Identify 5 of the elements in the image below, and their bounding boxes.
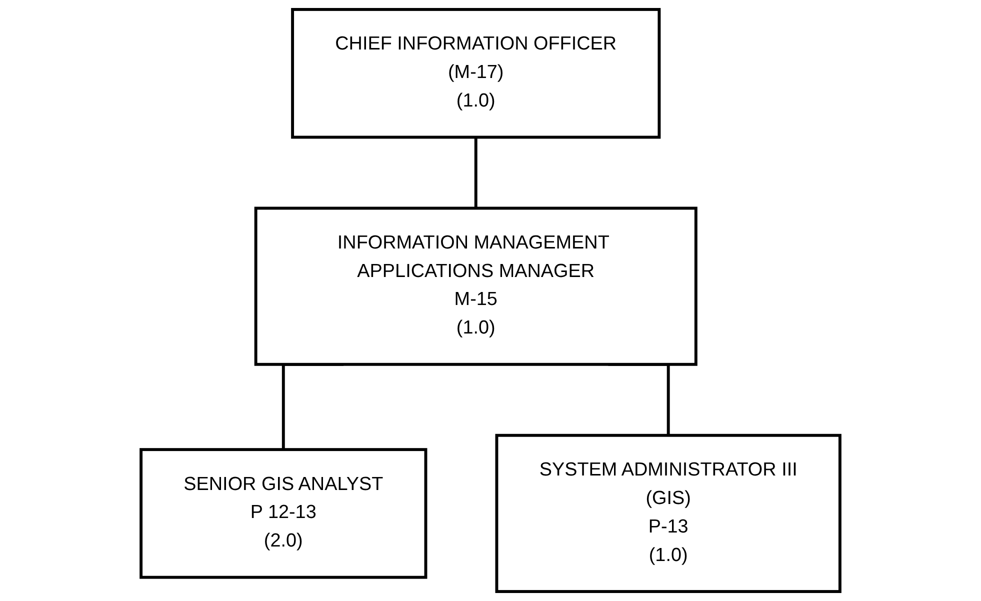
node-box: INFORMATION MANAGEMENT APPLICATIONS MANAGER M-15 (1.0) (254, 206, 698, 366)
node-box: SENIOR GIS ANALYST P 12-13 (2.0) (140, 448, 428, 579)
node-box: SYSTEM ADMINISTRATOR III (GIS) P-13 (1.0) (495, 434, 842, 594)
connector (474, 136, 478, 208)
node-box: CHIEF INFORMATION OFFICER (M-17) (1.0) (291, 8, 661, 139)
